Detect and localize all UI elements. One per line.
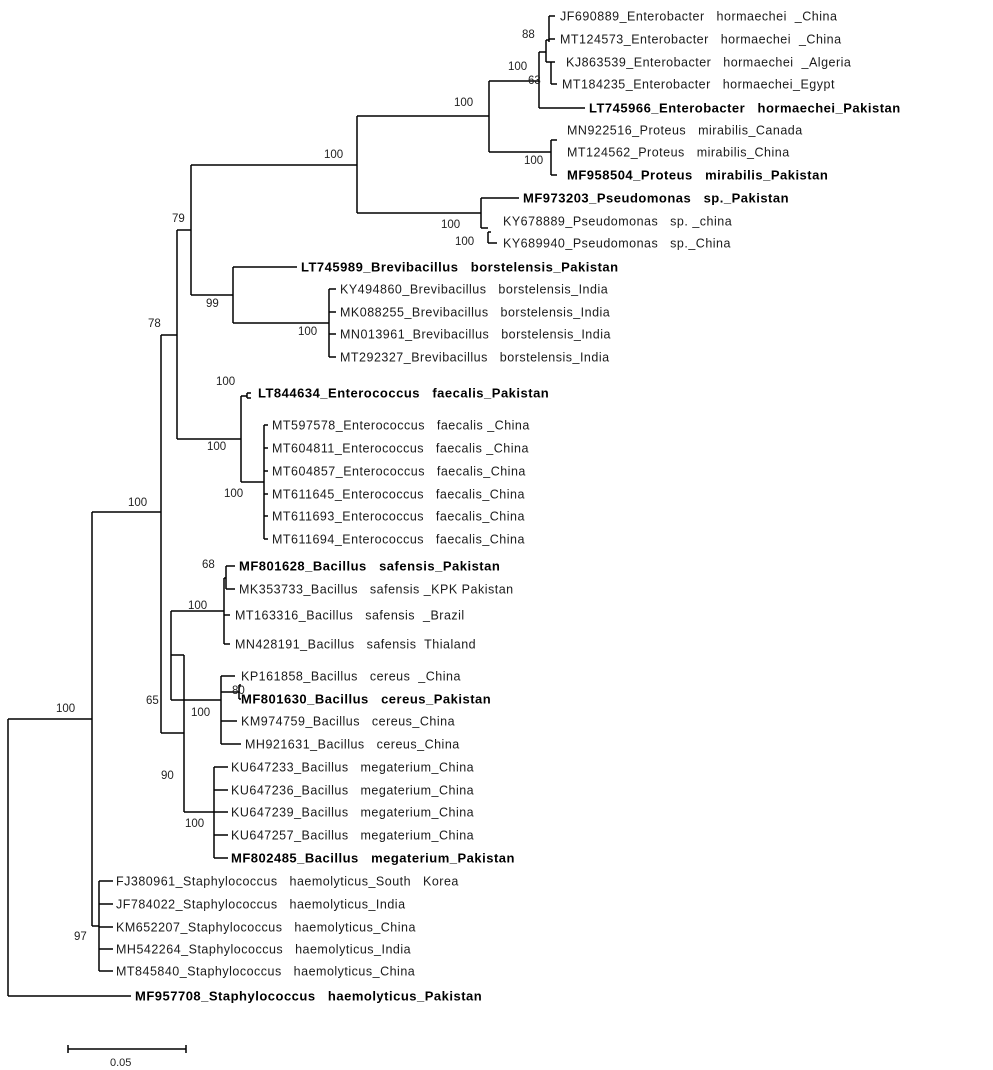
bootstrap-value: 90 [161, 770, 174, 782]
bootstrap-value: 100 [191, 707, 210, 719]
taxon-label: MN922516_Proteus mirabilis_Canada [567, 124, 803, 138]
taxon-label: KM974759_Bacillus cereus_China [241, 715, 455, 729]
taxon-label: MF958504_Proteus mirabilis_Pakistan [567, 168, 828, 183]
taxon-label: MK088255_Brevibacillus borstelensis_Indi… [340, 306, 610, 320]
taxon-label: KJ863539_Enterobacter hormaechei _Algeri… [566, 56, 851, 70]
bootstrap-value: 100 [324, 149, 343, 161]
bootstrap-value: 100 [454, 97, 473, 109]
taxon-label: FJ380961_Staphylococcus haemolyticus_Sou… [116, 875, 459, 889]
tree-branches [7, 15, 585, 997]
branch [160, 334, 184, 734]
branch [220, 675, 241, 745]
bootstrap-value: 79 [172, 213, 185, 225]
taxon-label: MT184235_Enterobacter hormaechei_Egypt [562, 78, 835, 92]
bootstrap-value: 65 [146, 695, 159, 707]
branch [240, 392, 268, 540]
branch [356, 115, 489, 214]
taxon-label: MT611645_Enterococcus faecalis_China [272, 488, 525, 502]
taxon-label: MH542264_Staphylococcus haemolyticus_Ind… [116, 943, 411, 957]
bootstrap-value: 100 [441, 219, 460, 231]
bootstrap-value: 63 [528, 75, 541, 87]
bootstrap-value: 100 [224, 488, 243, 500]
branch [538, 15, 585, 109]
taxon-label: KM652207_Staphylococcus haemolyticus_Chi… [116, 921, 416, 935]
bootstrap-value: 78 [148, 318, 161, 330]
taxon-label: MT163316_Bacillus safensis _Brazil [235, 609, 465, 623]
bootstrap-value: 88 [522, 29, 535, 41]
bootstrap-value: 100 [455, 236, 474, 248]
bootstrap-value: 100 [207, 441, 226, 453]
taxon-label: MK353733_Bacillus safensis _KPK Pakistan [239, 583, 514, 597]
scale-bar-line [67, 1045, 187, 1053]
bootstrap-value: 97 [74, 931, 87, 943]
bootstrap-value: 99 [206, 298, 219, 310]
bootstrap-value: 100 [56, 703, 75, 715]
taxon-label: MT597578_Enterococcus faecalis _China [272, 419, 530, 433]
taxon-label: MT611694_Enterococcus faecalis_China [272, 533, 525, 547]
taxon-label: KY689940_Pseudomonas sp._China [503, 237, 731, 251]
branch [190, 164, 357, 296]
scale-bar: 0.05 [67, 1045, 187, 1069]
taxon-label: MN013961_Brevibacillus borstelensis_Indi… [340, 328, 611, 342]
bootstrap-value: 68 [202, 559, 215, 571]
taxon-label: MT124573_Enterobacter hormaechei _China [560, 33, 842, 47]
taxon-label: KP161858_Bacillus cereus _China [241, 670, 461, 684]
taxon-label: MF957708_Staphylococcus haemolyticus_Pak… [135, 989, 482, 1004]
bootstrap-value: 100 [216, 376, 235, 388]
taxon-label: MN428191_Bacillus safensis Thialand [235, 638, 476, 652]
taxon-label: MT611693_Enterococcus faecalis_China [272, 510, 525, 524]
taxon-label: MT124562_Proteus mirabilis_China [567, 146, 790, 160]
taxon-label: KU647239_Bacillus megaterium_China [231, 806, 474, 820]
taxon-label: MF801630_Bacillus cereus_Pakistan [241, 692, 491, 707]
bootstrap-value: 100 [188, 600, 207, 612]
taxon-label: KU647236_Bacillus megaterium_China [231, 784, 474, 798]
bootstrap-value: 100 [508, 61, 527, 73]
bootstrap-value: 100 [128, 497, 147, 509]
taxon-label: MT604857_Enterococcus faecalis_China [272, 465, 526, 479]
taxon-label: JF784022_Staphylococcus haemolyticus_Ind… [116, 898, 406, 912]
taxon-label: KY678889_Pseudomonas sp. _china [503, 215, 732, 229]
branch [7, 718, 131, 997]
branch [488, 80, 557, 176]
scale-bar-label: 0.05 [110, 1057, 131, 1069]
bootstrap-value: 100 [298, 326, 317, 338]
taxon-labels: JF690889_Enterobacter hormaechei _ChinaM… [116, 10, 901, 1004]
branch [176, 229, 241, 440]
branch [170, 565, 235, 701]
taxon-label: JF690889_Enterobacter hormaechei _China [560, 10, 837, 24]
bootstrap-value: 80 [232, 685, 245, 697]
taxon-label: LT844634_Enterococcus faecalis_Pakistan [258, 386, 549, 401]
taxon-label: MF802485_Bacillus megaterium_Pakistan [231, 851, 515, 866]
bootstrap-value: 100 [185, 818, 204, 830]
taxon-label: KU647233_Bacillus megaterium_China [231, 761, 474, 775]
taxon-label: MF801628_Bacillus safensis_Pakistan [239, 559, 500, 574]
taxon-label: MT845840_Staphylococcus haemolyticus_Chi… [116, 965, 415, 979]
taxon-label: MF973203_Pseudomonas sp._Pakistan [523, 191, 789, 206]
bootstrap-value: 100 [524, 155, 543, 167]
taxon-label: MT292327_Brevibacillus borstelensis_Indi… [340, 351, 610, 365]
taxon-label: LT745966_Enterobacter hormaechei_Pakista… [589, 101, 901, 116]
taxon-label: MT604811_Enterococcus faecalis _China [272, 442, 529, 456]
taxon-label: KY494860_Brevibacillus borstelensis_Indi… [340, 283, 608, 297]
branch [232, 266, 336, 358]
taxon-label: LT745989_Brevibacillus borstelensis_Paki… [301, 260, 619, 275]
taxon-label: KU647257_Bacillus megaterium_China [231, 829, 474, 843]
taxon-label: MH921631_Bacillus cereus_China [245, 738, 460, 752]
